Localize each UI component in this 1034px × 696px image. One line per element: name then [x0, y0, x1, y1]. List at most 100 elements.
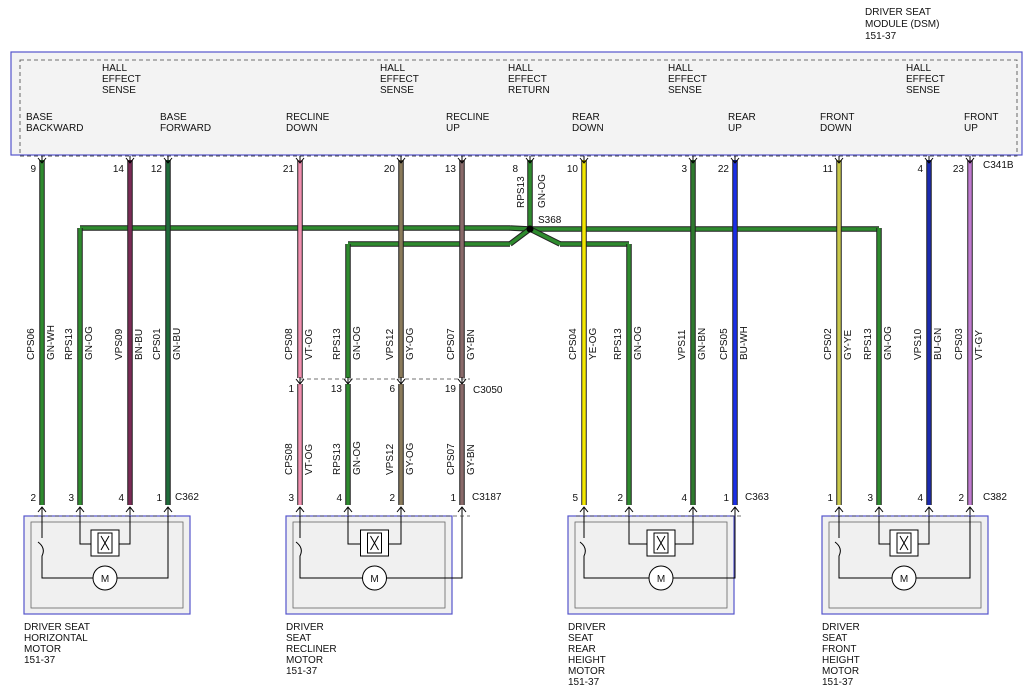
pin-number: 4 — [917, 493, 923, 504]
motor-connector-label: C3187 — [472, 492, 502, 503]
pin-number: 5 — [572, 493, 578, 504]
pin-number: 4 — [917, 164, 923, 175]
motor-name-line: MOTOR — [568, 666, 605, 677]
splice-label: S368 — [538, 215, 562, 226]
color-label: GY-BN — [466, 329, 477, 360]
pin-number: 22 — [718, 164, 730, 175]
internal-wire — [388, 516, 402, 545]
pin-label-line: HALL — [668, 63, 693, 74]
pin-label-line: EFFECT — [668, 74, 707, 85]
pin-number: 4 — [336, 493, 342, 504]
internal-wire — [918, 516, 930, 545]
pin-number: 1 — [156, 493, 162, 504]
module-box — [10, 51, 1023, 156]
motor-name-line: 151-37 — [568, 677, 600, 688]
motor-symbol-label: M — [370, 574, 378, 585]
pin-label-line: UP — [446, 123, 460, 134]
color-label: VT-OG — [304, 329, 315, 360]
pin-number: 1 — [288, 384, 294, 395]
motor-symbol-label: M — [657, 574, 665, 585]
circuit-label: VPS10 — [913, 328, 924, 360]
pin-number: 20 — [384, 164, 396, 175]
pin-number: 8 — [512, 164, 518, 175]
pin-label-line: BACKWARD — [26, 123, 83, 134]
color-label: VT-OG — [304, 444, 315, 475]
circuit-label: RPS13 — [64, 328, 75, 360]
pin-label-line: SENSE — [668, 85, 702, 96]
module-title-line: 151-37 — [865, 31, 897, 42]
motor-inner-box — [292, 521, 446, 609]
motor-name-line: SEAT — [286, 633, 311, 644]
return-bus — [529, 227, 561, 246]
pin-label-line: REAR — [572, 112, 600, 123]
circuit-label: RPS13 — [332, 443, 343, 475]
pin-number: 9 — [30, 164, 36, 175]
motor-name-line: MOTOR — [24, 644, 61, 655]
motor-name-line: SEAT — [822, 633, 847, 644]
pin-number: 1 — [827, 493, 833, 504]
circuit-label: CPS03 — [954, 328, 965, 360]
motor-connector-label: C382 — [983, 492, 1007, 503]
circuit-label: RPS13 — [613, 328, 624, 360]
pin-number: 1 — [450, 493, 456, 504]
mid-connector-label: C3050 — [473, 385, 503, 396]
internal-wire — [119, 516, 131, 545]
pin-label-line: BASE — [160, 112, 187, 123]
circuit-label: CPS07 — [446, 443, 457, 475]
pin-number: 6 — [389, 384, 395, 395]
motor-name-line: HORIZONTAL — [24, 633, 88, 644]
internal-wire — [579, 516, 645, 579]
pin-number: 4 — [681, 493, 687, 504]
internal-wire — [673, 516, 736, 579]
pin-label-line: FRONT — [820, 112, 854, 123]
color-label: GN-WH — [46, 325, 57, 360]
color-label: GN-OG — [883, 326, 894, 360]
pin-number: 10 — [567, 164, 579, 175]
pin-number: 13 — [331, 384, 343, 395]
internal-wire — [386, 516, 463, 579]
pin-number: 21 — [283, 164, 295, 175]
color-label: GY-YE — [843, 329, 854, 360]
hall-sensor-symbol — [899, 535, 909, 551]
pin-label-line: DOWN — [286, 123, 318, 134]
motor-name-line: DRIVER — [822, 622, 860, 633]
hall-sensor-symbol — [370, 535, 379, 551]
color-label: GN-OG — [84, 326, 95, 360]
return-bus — [508, 227, 532, 246]
motor-inner-box — [30, 521, 184, 609]
pin-number: 3 — [867, 493, 873, 504]
motor-name-line: DRIVER — [286, 622, 324, 633]
pin-label-line: HALL — [102, 63, 127, 74]
color-label: GY-OG — [405, 442, 416, 475]
internal-wire — [79, 516, 91, 545]
module-title: DRIVER SEAT MODULE (DSM) 151-37 — [865, 7, 939, 42]
internal-wire — [117, 516, 169, 579]
motor-name-line: MOTOR — [286, 655, 323, 666]
internal-wire — [675, 516, 694, 545]
motor-name-line: HEIGHT — [568, 655, 606, 666]
pin-number: 12 — [151, 164, 163, 175]
pin-label-line: SENSE — [380, 85, 414, 96]
pin-label-line: SENSE — [102, 85, 136, 96]
circuit-label: CPS06 — [26, 328, 37, 360]
splice: S368 — [526, 215, 562, 233]
motor-name-line: RECLINER — [286, 644, 337, 655]
color-label: BU-WH — [739, 326, 750, 360]
pin-label-line: DOWN — [572, 123, 604, 134]
pin-label-line: EFFECT — [102, 74, 141, 85]
pin-number: 19 — [445, 384, 457, 395]
motor-symbol-label: M — [101, 574, 109, 585]
pin-label-line: HALL — [508, 63, 533, 74]
internal-wire — [878, 516, 890, 545]
internal-wire — [834, 516, 888, 579]
pin-number: 11 — [823, 164, 834, 175]
circuit-label: VPS12 — [385, 443, 396, 475]
module-title-line: MODULE (DSM) — [865, 19, 939, 30]
mid-connector: C3050 — [300, 378, 503, 396]
motor-connector-label: C362 — [175, 492, 199, 503]
pin-label-line: FRONT — [964, 112, 998, 123]
circuit-label: CPS08 — [284, 443, 295, 475]
splice-node — [526, 225, 534, 233]
